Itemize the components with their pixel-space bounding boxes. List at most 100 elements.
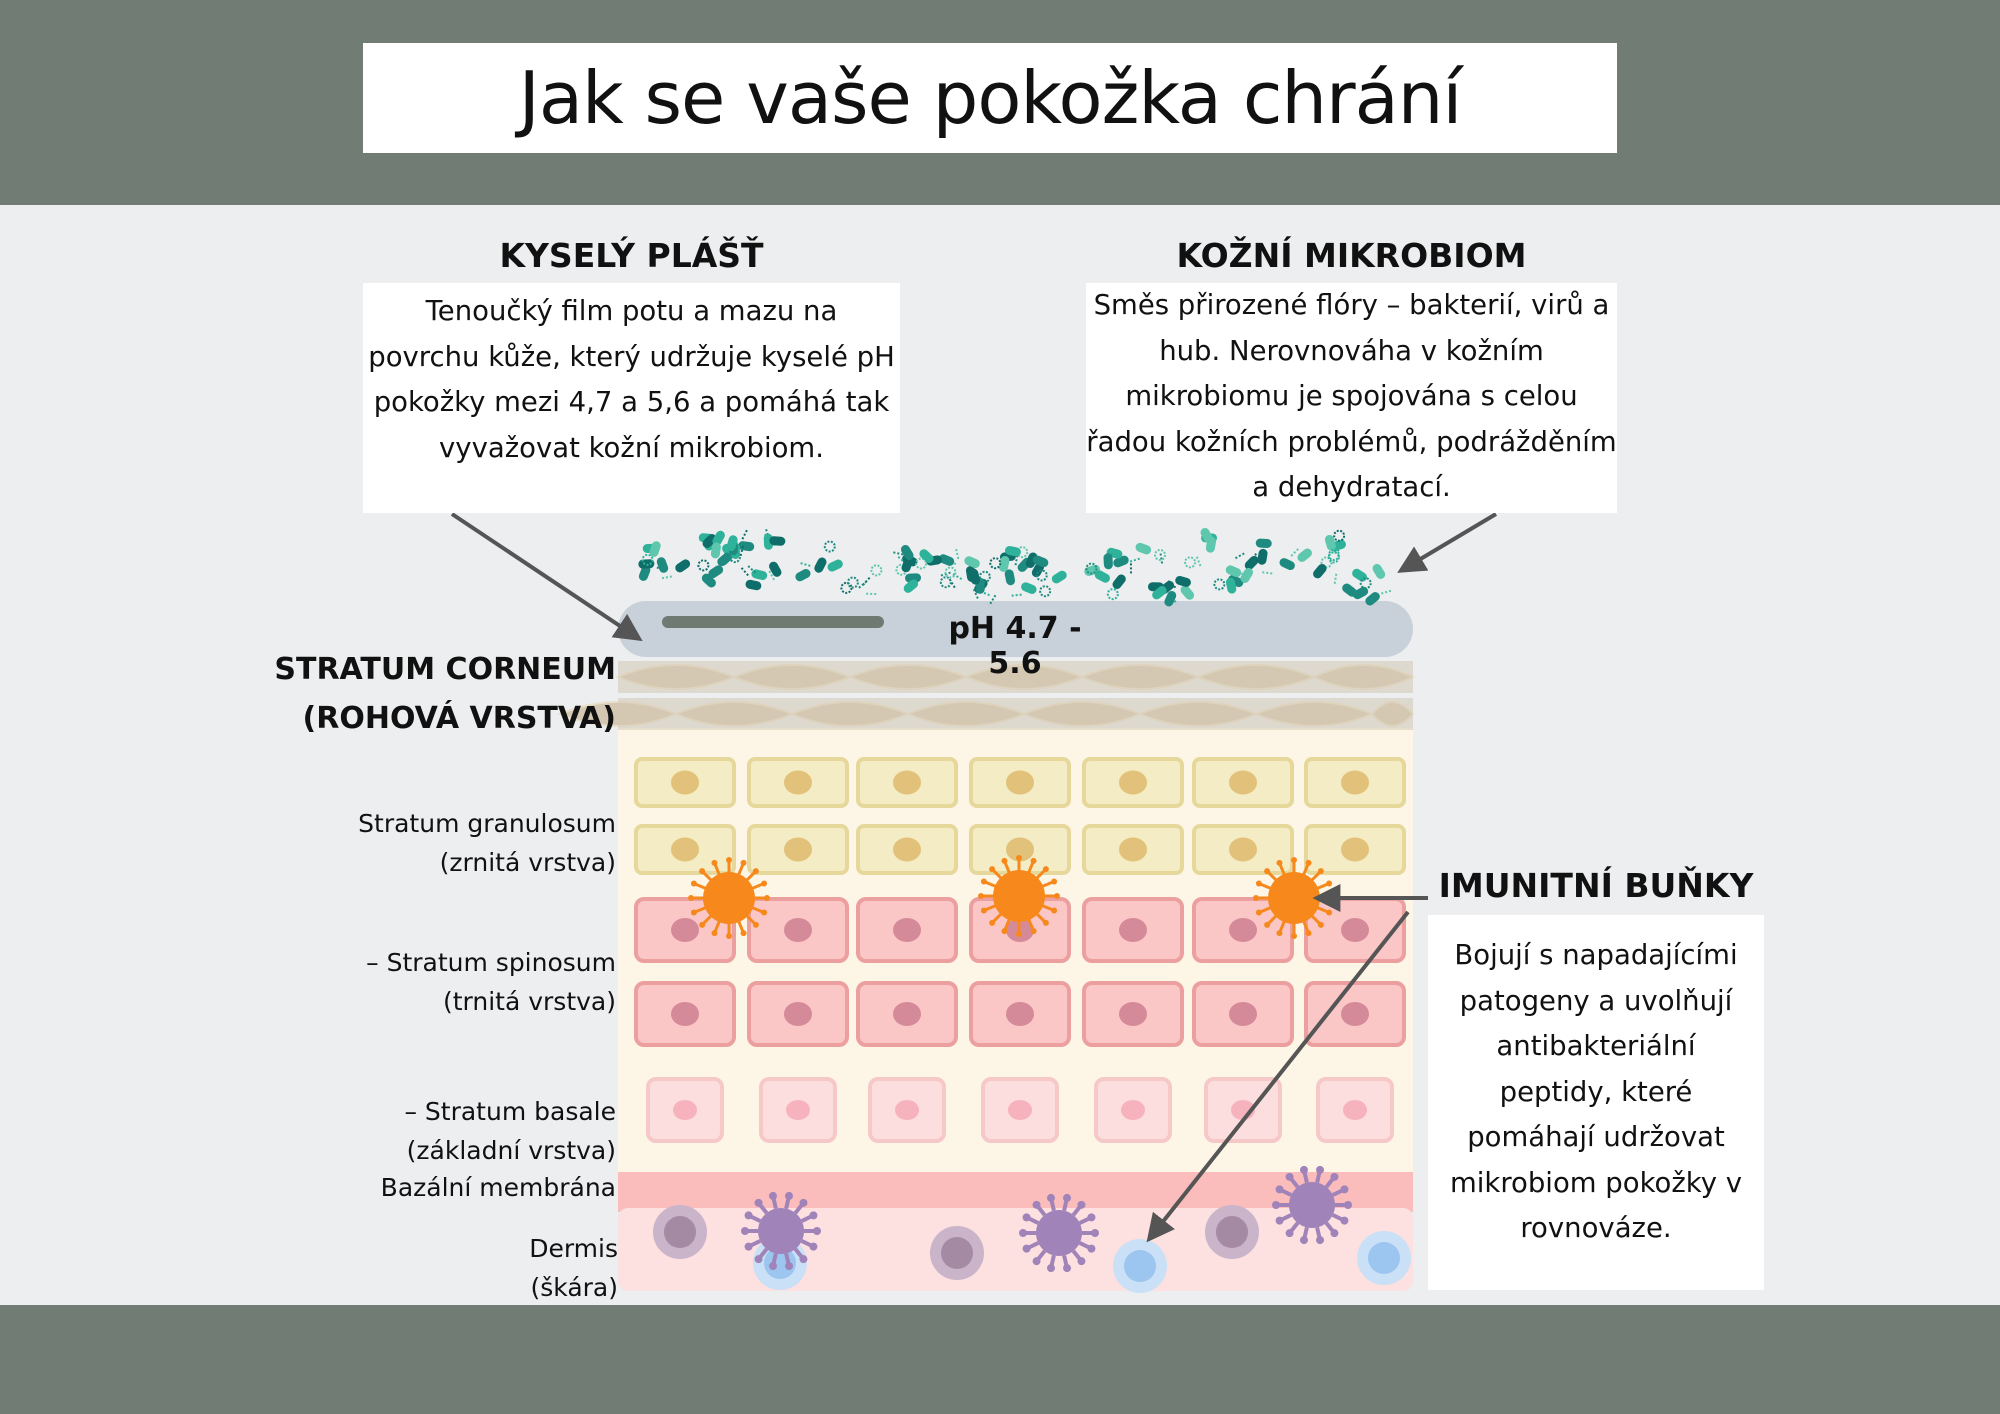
virus	[1019, 1193, 1099, 1273]
bacterium	[712, 530, 725, 546]
virus-spike-tip	[1272, 1201, 1280, 1209]
immune-cell-spike-tip	[978, 893, 984, 899]
spinous-cell-nucleus	[1006, 1002, 1034, 1026]
immune-cell-spike-tip	[726, 857, 732, 863]
immune-cell-spike-tip	[1305, 859, 1312, 866]
granular-cell-nucleus	[893, 770, 921, 795]
immune-cell-spike-tip	[711, 859, 718, 866]
virus-spike-tip	[1275, 1216, 1284, 1225]
dermis-label: Dermis (škára)	[529, 1229, 618, 1307]
immune-cell-body	[1268, 872, 1320, 924]
immune-cell-spike-tip	[1255, 909, 1262, 916]
granulosum-label: Stratum granulosum (zrnitá vrstva)	[358, 804, 616, 882]
immune-text-box: Bojují s napadajícími patogeny a uvolňuj…	[1428, 915, 1764, 1290]
immune-cell-spike-tip	[1255, 880, 1262, 887]
bacterium	[814, 557, 827, 573]
corneum-band	[618, 698, 1413, 730]
virus-spike-tip	[1340, 1185, 1349, 1194]
microbe-fragment	[972, 588, 979, 599]
bacterium	[1372, 563, 1386, 579]
virus-spike-tip	[1285, 1229, 1294, 1238]
virus-spike-tip	[754, 1198, 763, 1207]
spinous-cell-nucleus	[1229, 1002, 1257, 1026]
spinous-cell-nucleus	[893, 918, 921, 942]
microbe-fragment	[656, 559, 663, 570]
virus-spike-tip	[809, 1211, 818, 1220]
microbe-fragment	[1234, 552, 1245, 560]
granular-cell-nucleus	[1341, 770, 1369, 795]
corneum-label-line: STRATUM CORNEUM	[274, 652, 616, 687]
virus-body	[1289, 1182, 1335, 1228]
immune-cell-spike-tip	[740, 930, 747, 937]
bacterium	[1032, 555, 1049, 568]
immune-cell-spike-tip	[711, 930, 718, 937]
microbe-spore	[978, 570, 991, 583]
immune-cell-spike-tip	[1326, 880, 1333, 887]
spinous-cell-nucleus	[671, 918, 699, 942]
spinosum-label-line: (trnitá vrstva)	[442, 987, 616, 1016]
acid-mantle-arrow	[450, 512, 643, 642]
immune-cell-spike-tip	[1051, 907, 1058, 914]
microbe-spore	[1184, 556, 1197, 569]
microbe-fragment	[1381, 589, 1392, 595]
virus-spike-tip	[744, 1211, 753, 1220]
bacterium	[701, 573, 716, 588]
bacterium	[1175, 575, 1191, 587]
corneum-band	[618, 661, 1413, 693]
microbe-spore	[1035, 569, 1048, 582]
immune-cell-spike-tip	[752, 868, 759, 875]
microbe-spore	[1359, 577, 1372, 590]
microbe-spore	[1039, 585, 1052, 598]
microbe-fragment	[1290, 548, 1299, 557]
immune-cell-spike-tip	[1054, 893, 1060, 899]
spinous-cell-nucleus	[671, 1002, 699, 1026]
granular-cell-nucleus	[1229, 837, 1257, 862]
immune-cell-spike-tip	[1016, 931, 1022, 937]
immune-cell-body	[703, 872, 755, 924]
virus-spike-tip	[1046, 1193, 1055, 1202]
page-title: Jak se vaše pokožka chrání	[518, 56, 1463, 140]
bacterium	[1352, 568, 1367, 582]
microbe-fragment	[768, 570, 775, 581]
bottom-band	[0, 1305, 2000, 1414]
immune-cell-spike-tip	[1030, 857, 1037, 864]
microbe-fragment	[1262, 571, 1273, 575]
dermis-cell-nucleus	[1216, 1216, 1248, 1248]
microbiome-line: a dehydratací.	[1252, 471, 1451, 503]
immune-cell-spike-tip	[1291, 857, 1297, 863]
bacterium	[1255, 538, 1272, 548]
immune-cell-spike-tip	[1042, 919, 1049, 926]
virus-spike-tip	[1063, 1264, 1072, 1273]
bacterium	[1297, 548, 1312, 562]
microbe-spore	[840, 581, 853, 594]
bacterium	[999, 556, 1010, 572]
spinous-cell-nucleus	[784, 918, 812, 942]
microbe-fragment	[739, 545, 745, 557]
dermis-cell-nucleus	[1124, 1250, 1156, 1282]
acid-mantle-line: vyvažovat kožní mikrobiom.	[439, 431, 824, 464]
immune-cell-spike-tip	[1317, 921, 1324, 928]
microbiome-arrow	[1397, 512, 1498, 573]
bacterium	[1225, 577, 1237, 594]
bacterium	[900, 545, 914, 561]
virus-spike-tip	[744, 1242, 753, 1251]
bacterium	[710, 542, 721, 559]
microbe-fragment	[940, 571, 951, 577]
acid-mantle-heading: KYSELÝ PLÁŠŤ	[499, 236, 764, 275]
bacterium	[1025, 552, 1038, 568]
immune-line: patogeny a uvolňují	[1459, 984, 1733, 1017]
microbe-spore	[1213, 578, 1226, 591]
immune-cell-spike-tip	[1276, 859, 1283, 866]
membrane-label: Bazální membrána	[381, 1168, 616, 1207]
virus-spike-tip	[754, 1255, 763, 1264]
microbiome-line: Směs přirozené flóry – bakterií, virů a	[1093, 289, 1610, 321]
virus-spike-tip	[1344, 1201, 1352, 1209]
microbe-spore	[939, 576, 952, 589]
microbe-fragment	[858, 580, 868, 589]
immune-cell	[978, 855, 1060, 937]
immune-cell-spike-tip	[1264, 868, 1271, 875]
microbe-fragment	[1159, 553, 1164, 564]
microbe-fragment	[1195, 556, 1202, 567]
immune-line: mikrobiom pokožky v	[1449, 1166, 1743, 1199]
bacterium	[1324, 534, 1336, 551]
